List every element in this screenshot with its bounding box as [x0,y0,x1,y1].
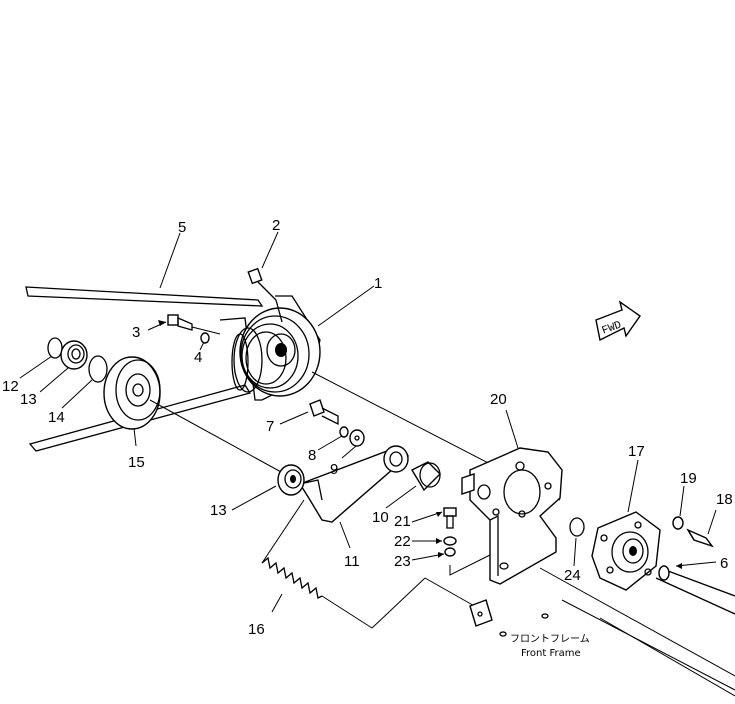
v-belt [25,286,264,452]
bolt-21 [443,507,457,529]
washer-22 [443,536,457,546]
callout-8: 8 [308,447,316,464]
washer-9 [349,429,365,447]
callout-23: 23 [394,553,411,570]
spring-16 [261,499,479,629]
callout-11: 11 [344,553,360,570]
washer-8 [339,426,349,438]
bearing-13-left [60,340,88,370]
front-frame-label-en: Front Frame [521,648,581,659]
idler-pulley-15 [103,356,161,430]
callout-21: 21 [394,513,411,530]
washer-19 [672,516,684,530]
front-frame-label-jp: フロントフレーム [510,633,590,645]
pulley-assembly [219,295,321,401]
callout-12: 12 [2,378,19,395]
flange-bearing-17 [591,511,661,591]
bolt-7 [309,399,339,426]
callout-24: 24 [564,567,581,584]
callout-7: 7 [266,418,274,435]
front-frame-outline [499,567,735,697]
callout-19: 19 [680,470,697,487]
callout-numbers: 1 2 3 4 5 6 7 8 9 10 11 12 13 13 14 15 1… [2,217,733,638]
callout-13-left: 13 [20,391,37,408]
bolt-2 [247,267,283,323]
callout-13-right: 13 [210,502,227,519]
callout-15: 15 [128,454,145,471]
bolt-3 [167,314,221,335]
seal-14 [88,355,108,383]
bolt-18 [686,528,714,548]
callout-5: 5 [178,219,186,236]
leader-lines [19,231,717,613]
washer-23 [444,547,456,557]
snap-ring-24 [569,517,585,537]
callout-18: 18 [716,491,733,508]
spring-anchor [469,599,493,627]
snap-ring-12 [47,337,63,359]
callout-14: 14 [48,409,65,426]
drive-shaft [655,565,735,615]
callout-22: 22 [394,533,411,550]
callout-20: 20 [490,391,507,408]
washer-4 [200,332,210,344]
bearing-13-right [277,464,305,496]
callout-16: 16 [248,621,265,638]
forward-direction-arrow: FWD [595,300,641,342]
callout-10: 10 [372,509,389,526]
callout-6: 6 [720,555,728,572]
bracket-20 [461,447,563,585]
callout-2: 2 [272,217,280,234]
callout-4: 4 [194,349,202,366]
callout-9: 9 [330,461,338,478]
tension-arm-11 [298,445,410,523]
callout-17: 17 [628,443,645,460]
callout-3: 3 [132,324,140,341]
callout-1: 1 [374,275,382,292]
bushing-10 [411,461,441,492]
